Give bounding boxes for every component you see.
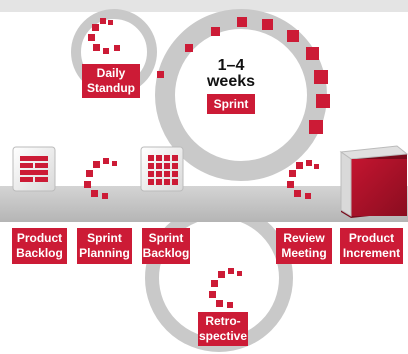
progress-square xyxy=(262,19,273,30)
sprint-planning-cycle-icon xyxy=(84,158,117,199)
progress-square xyxy=(306,47,319,60)
step-label-product-backlog: Product Backlog xyxy=(12,228,67,264)
progress-square xyxy=(316,94,330,108)
task-grid-icon xyxy=(148,155,178,185)
retrospective-label: Retro- spective xyxy=(198,312,248,346)
step-label-sprint-planning: Sprint Planning xyxy=(77,228,132,264)
daily-standup-cycle-icon xyxy=(88,18,120,54)
progress-square xyxy=(157,71,164,78)
progress-square xyxy=(185,44,193,52)
product-cube-icon xyxy=(339,145,408,218)
step-label-product-increment: Product Increment xyxy=(340,228,403,264)
sprint-duration: 1–4 weeks xyxy=(206,57,256,90)
top-fade xyxy=(0,0,408,12)
step-label-sprint-backlog: Sprint Backlog xyxy=(142,228,190,264)
review-meeting-cycle-icon xyxy=(287,160,319,199)
sprint-progress-squares xyxy=(157,17,330,134)
step-label-review-meeting: Review Meeting xyxy=(276,228,332,264)
brick-stack-icon xyxy=(20,156,48,182)
progress-square xyxy=(314,70,328,84)
sprint-label: Sprint xyxy=(207,94,255,114)
daily-standup-label: Daily Standup xyxy=(82,64,140,98)
process-band xyxy=(0,186,408,222)
progress-square xyxy=(309,120,323,134)
retrospective-cycle-icon xyxy=(209,268,242,308)
sprint-backlog-tile xyxy=(140,146,184,192)
progress-square xyxy=(237,17,247,27)
progress-square xyxy=(211,27,220,36)
progress-square xyxy=(287,30,299,42)
product-backlog-tile xyxy=(12,146,56,192)
